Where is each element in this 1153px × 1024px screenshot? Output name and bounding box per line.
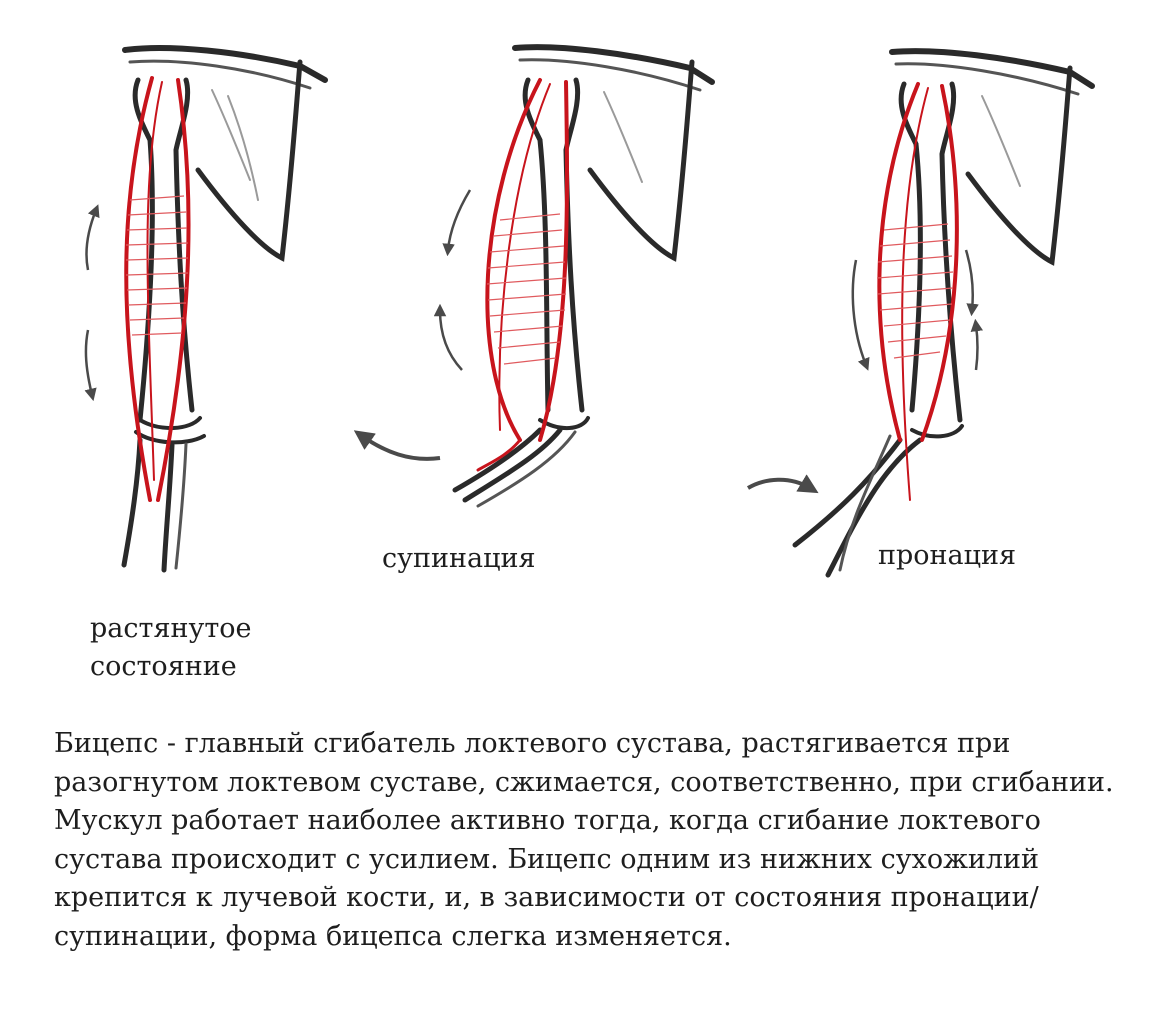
biceps-muscle [124,76,191,502]
biceps-muscle [476,78,569,472]
muscle-hatching [125,195,189,336]
motion-arrows [746,249,984,494]
forearm-bones [452,427,577,508]
motion-arrows [84,204,100,402]
muscle-hatching [486,213,567,365]
label-stretched-state: растянутое состояние [90,613,252,682]
shoulder-bones [122,44,328,262]
shoulder-bones [889,48,1095,266]
caption-text: Бицепс - главный сгибатель локтевого сус… [54,728,1114,952]
muscle-hatching [876,223,954,359]
label-supination: супинация [382,543,536,574]
shoulder-bones [512,44,715,262]
arm-pronation [746,48,1095,578]
biceps-muscle [877,82,959,501]
humerus-bone [132,77,206,445]
label-pronation: пронация [878,540,1017,571]
humerus-bone [522,77,590,430]
arm-stretched [84,44,328,573]
humerus-bone [898,81,964,439]
forearm-bones [121,437,188,573]
arm-supination [353,44,715,508]
biceps-illustration [84,44,1095,578]
motion-arrows [353,189,472,461]
